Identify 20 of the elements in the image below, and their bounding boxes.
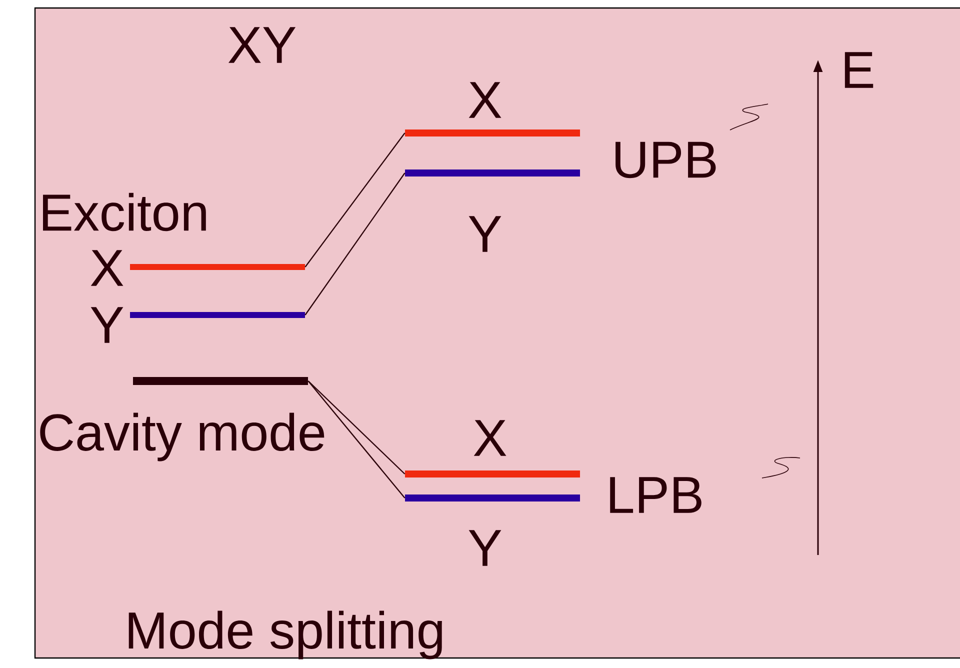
text-label: X [90, 250, 124, 286]
text-label: Mode splitting [128, 610, 442, 660]
connector-line [308, 380, 406, 498]
connector-line [308, 380, 406, 474]
text-label: UPB [616, 142, 716, 178]
text-label: Y [90, 307, 124, 343]
text-label: Cavity mode [40, 412, 324, 462]
energy-level-bar [130, 264, 305, 270]
text-label: Y [468, 530, 502, 566]
text-label: Y [468, 216, 502, 252]
text-label: Exciton [43, 192, 206, 232]
energy-level-bar [405, 130, 580, 136]
connector-line [304, 172, 406, 316]
text-label: LPB [610, 477, 702, 513]
text-label: E [844, 52, 874, 88]
text-label: XY [228, 27, 296, 63]
connector-line [304, 132, 406, 268]
text-label: X [468, 82, 502, 118]
text-label: X [474, 420, 506, 456]
energy-level-bar [405, 170, 580, 176]
